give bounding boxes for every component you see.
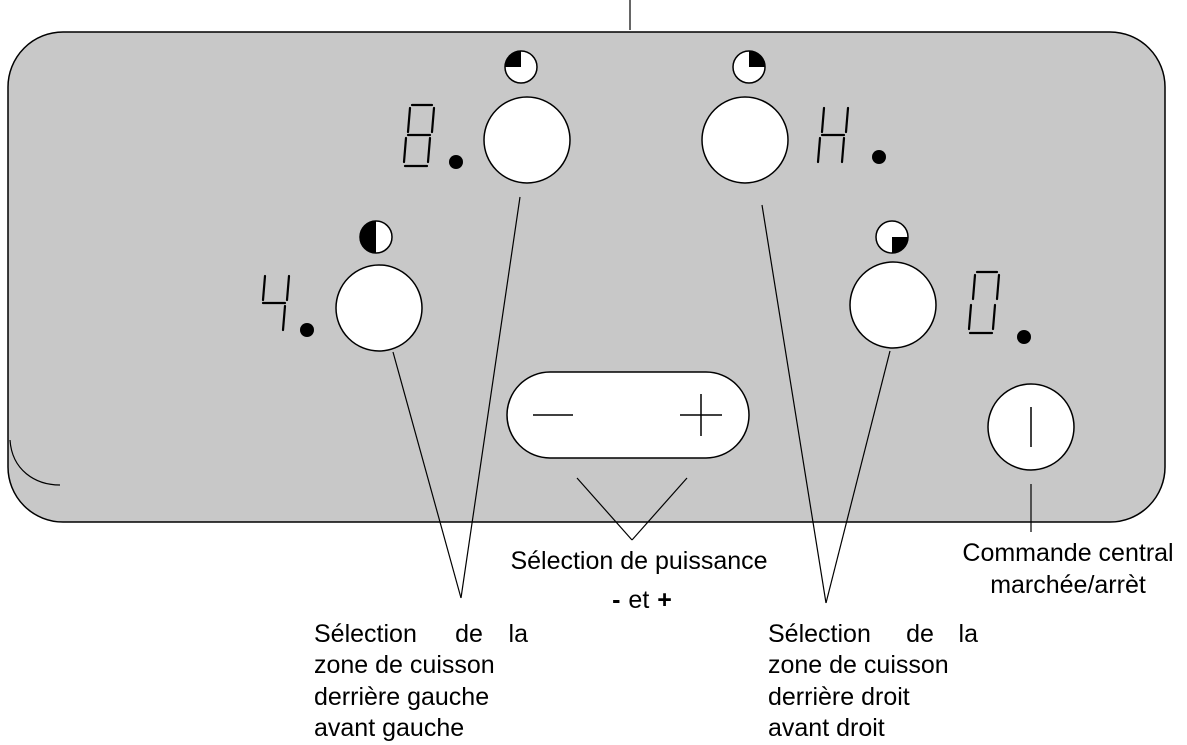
svg-text:zone de cuisson: zone de cuisson [768, 651, 949, 679]
svg-text:avant droit: avant droit [768, 714, 885, 742]
power-selection-subtitle: -et+ [612, 586, 672, 614]
leader-right-front [825, 350, 891, 604]
svg-text:la: la [959, 620, 979, 648]
central-label-line1: Commande central [962, 539, 1173, 567]
display-rear-left: 8 [402, 103, 436, 168]
svg-text:de: de [906, 620, 934, 648]
display-front-right: 0 [967, 270, 1001, 335]
front-left-indicator-icon [359, 220, 393, 254]
svg-text:de: de [455, 620, 483, 648]
rear-left-zone-button[interactable] [483, 96, 571, 184]
leader-left-front [392, 351, 462, 599]
display-front-right-dot [1017, 330, 1031, 344]
display-rear-right: H [816, 106, 850, 164]
power-selector [506, 371, 750, 459]
leader-power-right [631, 477, 688, 541]
zone-rear-left: 8 [402, 50, 571, 184]
central-label-line2: marchée/arrèt [990, 571, 1146, 599]
power-selection-title: Sélection de puissance [510, 547, 767, 575]
zone-front-right: 0 [849, 220, 1031, 349]
panel-edge-curve [9, 439, 61, 486]
display-rear-right-dot [872, 150, 886, 164]
power-selector-pill [506, 371, 750, 459]
svg-text:la: la [509, 620, 529, 648]
svg-text:Sélection: Sélection [768, 620, 871, 648]
zone-rear-right: H [701, 50, 886, 184]
leader-power-left [576, 477, 633, 541]
svg-text:Sélection: Sélection [314, 620, 417, 648]
svg-text:zone de cuisson: zone de cuisson [314, 651, 495, 679]
plus-button[interactable] [650, 385, 740, 445]
leader-right-rear [761, 204, 827, 604]
rear-left-indicator-icon [504, 50, 538, 84]
leader-left-rear [460, 196, 521, 599]
front-left-zone-button[interactable] [335, 264, 423, 352]
display-front-left-dot [300, 323, 314, 337]
svg-text:derrière gauche: derrière gauche [314, 683, 489, 711]
display-front-left: 4 [261, 274, 291, 332]
rear-right-zone-button[interactable] [701, 96, 789, 184]
rear-right-indicator-icon [732, 50, 766, 84]
minus-button[interactable] [520, 385, 610, 445]
left-zone-label: Sélection de la zone de cuisson derrière… [314, 620, 528, 742]
front-right-indicator-icon [875, 220, 909, 254]
central-power-control [987, 383, 1075, 471]
svg-text:avant gauche: avant gauche [314, 714, 464, 742]
front-right-zone-button[interactable] [849, 261, 937, 349]
svg-text:derrière droit: derrière droit [768, 683, 910, 711]
display-rear-left-dot [449, 155, 463, 169]
right-zone-label: Sélection de la zone de cuisson derrière… [768, 620, 978, 742]
zone-front-left: 4 [261, 220, 423, 352]
